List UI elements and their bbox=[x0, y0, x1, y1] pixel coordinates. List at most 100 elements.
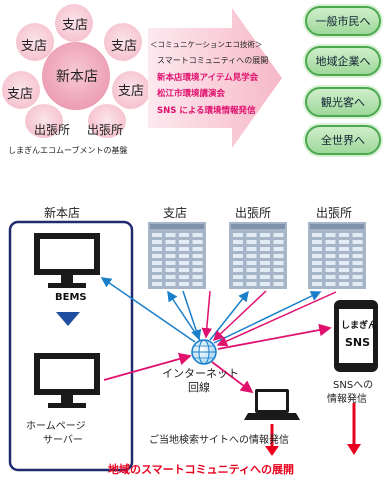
building-window bbox=[325, 233, 336, 237]
arrow-item-1: 新本店環境アイテム見学会 bbox=[157, 73, 259, 83]
search-site-label: ご当地検索サイトへの情報発信 bbox=[149, 435, 289, 446]
target-tourists: 観光客へ bbox=[305, 87, 381, 117]
building-window bbox=[352, 254, 363, 258]
building-window bbox=[352, 275, 363, 279]
target-citizens: 一般市民へ bbox=[305, 6, 381, 36]
branch-label-left: 支店 bbox=[7, 87, 34, 102]
sns-screen-line-1: しまぎん bbox=[341, 321, 378, 331]
building-window bbox=[352, 247, 363, 251]
building-window bbox=[165, 275, 176, 279]
building-window bbox=[165, 247, 176, 251]
building-window bbox=[192, 268, 203, 272]
sns-screen-line-2: SNS bbox=[345, 336, 371, 349]
building-window bbox=[325, 247, 336, 251]
internet-label-2: 回線 bbox=[188, 381, 210, 394]
header-office-1: 出張所 bbox=[235, 206, 272, 220]
building-window bbox=[273, 282, 284, 286]
building-window bbox=[246, 247, 257, 251]
hp-server-computer bbox=[34, 353, 100, 408]
building-window bbox=[273, 268, 284, 272]
petal-bottom-right bbox=[88, 104, 126, 138]
building-window bbox=[179, 240, 189, 244]
building-window bbox=[339, 233, 349, 237]
building-window bbox=[165, 282, 176, 286]
building-window bbox=[179, 275, 189, 279]
target-world: 全世界へ bbox=[305, 125, 381, 155]
building-window bbox=[273, 240, 284, 244]
building-window bbox=[246, 282, 257, 286]
building-window bbox=[325, 282, 336, 286]
building-window bbox=[192, 240, 203, 244]
petal-top-right bbox=[104, 23, 142, 61]
sns-label-2: 情報発信 bbox=[327, 394, 367, 405]
building-window bbox=[152, 254, 162, 258]
petal-right bbox=[112, 71, 150, 109]
main-office-circle bbox=[42, 42, 110, 110]
building-window bbox=[312, 254, 322, 258]
header-main-office: 新本店 bbox=[44, 206, 81, 220]
building-window bbox=[273, 275, 284, 279]
building-window bbox=[192, 233, 203, 237]
building-window bbox=[152, 275, 162, 279]
building-window bbox=[312, 275, 322, 279]
building-window bbox=[339, 282, 349, 286]
building-window bbox=[260, 275, 270, 279]
internet-label-1: インターネット bbox=[162, 367, 239, 380]
petal-left bbox=[2, 71, 40, 109]
petal-bottom-left bbox=[25, 104, 63, 138]
branch-label-top: 支店 bbox=[62, 18, 89, 33]
building-window bbox=[246, 275, 257, 279]
building-window bbox=[233, 282, 243, 286]
building-window bbox=[325, 268, 336, 272]
petal-top-left bbox=[16, 23, 54, 61]
building-window bbox=[179, 261, 189, 265]
building-window bbox=[165, 233, 176, 237]
building-window bbox=[312, 247, 322, 251]
building-window bbox=[260, 240, 270, 244]
building-window bbox=[339, 240, 349, 244]
header-branch: 支店 bbox=[163, 206, 188, 220]
building-window bbox=[339, 254, 349, 258]
building-window bbox=[246, 233, 257, 237]
building-window bbox=[260, 268, 270, 272]
petal-top bbox=[55, 4, 93, 42]
building-window bbox=[165, 268, 176, 272]
internet-globe bbox=[191, 339, 217, 365]
building-window bbox=[325, 240, 336, 244]
building-window bbox=[233, 233, 243, 237]
building-window bbox=[233, 268, 243, 272]
building-window bbox=[273, 254, 284, 258]
building-window bbox=[246, 240, 257, 244]
building-window bbox=[179, 233, 189, 237]
building-window bbox=[165, 261, 176, 265]
building-window bbox=[233, 240, 243, 244]
building-window bbox=[179, 268, 189, 272]
building-window bbox=[260, 233, 270, 237]
building-window bbox=[312, 261, 322, 265]
building-window bbox=[246, 254, 257, 258]
building-window bbox=[165, 254, 176, 258]
main-office-frame bbox=[8, 220, 134, 472]
building-window bbox=[152, 261, 162, 265]
branch-label-upper-right: 支店 bbox=[111, 39, 138, 54]
building-window bbox=[260, 254, 270, 258]
arrow-item-3: SNS による環境情報発信 bbox=[157, 106, 256, 116]
building-window bbox=[233, 261, 243, 265]
main-office-label: 新本店 bbox=[56, 69, 98, 85]
office-label-left: 出張所 bbox=[34, 123, 71, 137]
building-window bbox=[352, 240, 363, 244]
building-window bbox=[260, 282, 270, 286]
building-window bbox=[179, 254, 189, 258]
hp-server-label-2: サーバー bbox=[43, 435, 83, 446]
building-window bbox=[233, 275, 243, 279]
branch-label-upper-left: 支店 bbox=[21, 39, 48, 54]
building-window bbox=[192, 282, 203, 286]
building-window bbox=[325, 261, 336, 265]
building-window bbox=[352, 268, 363, 272]
building-window bbox=[352, 261, 363, 265]
building-window bbox=[273, 233, 284, 237]
building-window bbox=[179, 247, 189, 251]
building-window bbox=[352, 233, 363, 237]
